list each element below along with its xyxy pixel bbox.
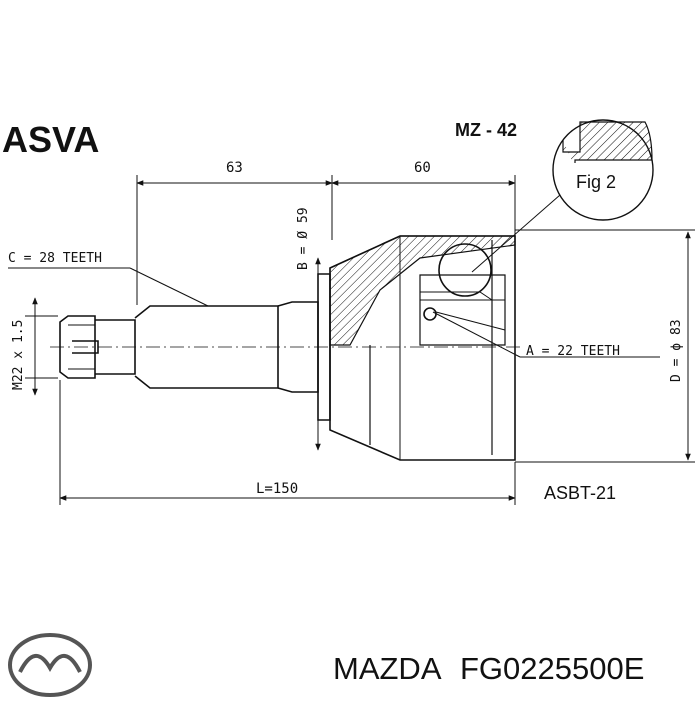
thread-dim: M22 x 1.5 [11,297,58,396]
model-code: MZ - 42 [455,120,517,140]
brand-title: ASVA [2,119,99,160]
top-dimensions: 63 60 [136,160,516,305]
dim-thread: M22 x 1.5 [11,320,26,390]
inner-teeth-label: A = 22 TEETH [526,344,620,359]
dim-total-length: L=150 [256,481,298,497]
footer-part-number: FG0225500E [460,651,644,686]
fig2-detail: Fig 2 [471,119,654,273]
fig2-label: Fig 2 [576,172,616,192]
outer-diameter-dim: D = ϕ 83 [515,229,695,463]
dim-bearing-diameter: B = Ø 59 [296,207,311,270]
footer-manufacturer: MAZDA [333,651,442,686]
housing-part [329,235,516,461]
outer-teeth-label: C = 28 TEETH [8,251,102,266]
mazda-logo-icon [8,633,92,697]
boot-part-number: ASBT-21 [544,483,616,503]
bearing-diameter-dim: B = Ø 59 [296,207,321,451]
dim-left-length: 63 [226,160,243,176]
total-length-dim: L=150 [59,380,516,505]
dim-right-length: 60 [414,160,431,176]
dim-outer-diameter: D = ϕ 83 [669,319,684,382]
